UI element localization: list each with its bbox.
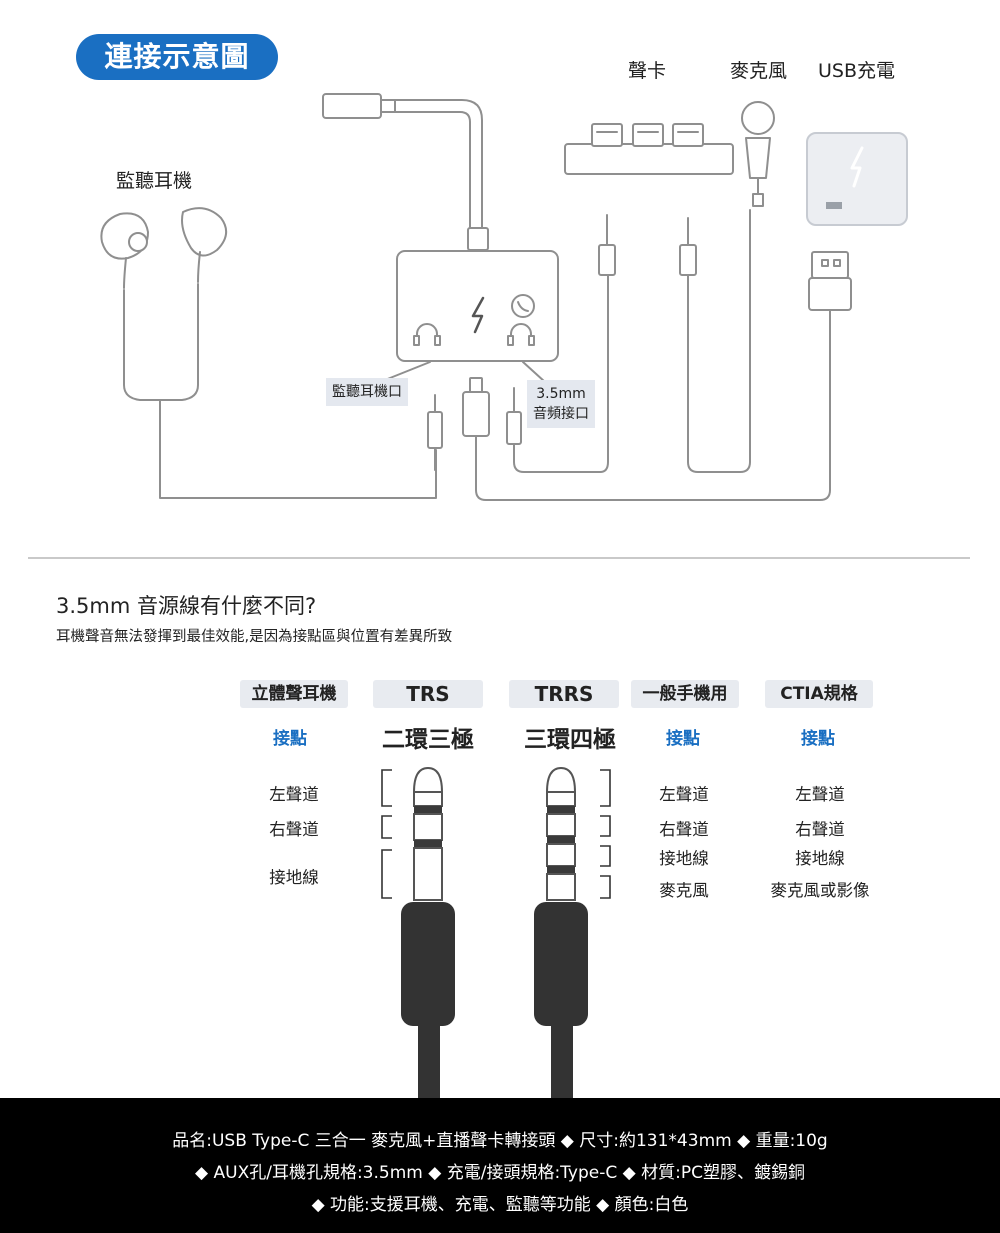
sound-card-label: 聲卡 bbox=[628, 60, 667, 82]
monitor-port-label: 監聽耳機口 bbox=[332, 384, 402, 400]
spec-line-1: 品名:USB Type-C 三合一 麥克風+直播聲卡轉接頭 ◆ 尺寸:約131*… bbox=[172, 1131, 828, 1151]
microphone-label: 麥克風 bbox=[730, 60, 788, 82]
general-row-1: 左聲道 bbox=[659, 785, 709, 804]
general-row-3: 接地線 bbox=[659, 849, 709, 868]
ctia-row-4: 麥克風或影像 bbox=[770, 881, 870, 900]
section2-heading: 3.5mm 音源線有什麼不同? bbox=[56, 594, 317, 618]
spec-line-3: ◆ 功能:支援耳機、充電、監聽等功能 ◆ 顏色:白色 bbox=[311, 1195, 689, 1215]
monitor-port-tag: 監聽耳機口 bbox=[326, 378, 408, 406]
header-ctia: CTIA規格 bbox=[765, 680, 873, 708]
stereo-row-2: 右聲道 bbox=[269, 820, 319, 839]
stereo-row-3: 接地線 bbox=[269, 868, 319, 887]
spec-line-2: ◆ AUX孔/耳機孔規格:3.5mm ◆ 充電/接頭規格:Type-C ◆ 材質… bbox=[195, 1163, 805, 1183]
trrs-jack-icon bbox=[534, 766, 588, 1098]
trs-sub: 二環三極 bbox=[382, 727, 474, 753]
ctia-sub: 接點 bbox=[801, 729, 835, 749]
header-trrs: TRRS bbox=[509, 680, 619, 708]
monitor-earphones-label: 監聽耳機 bbox=[116, 170, 193, 192]
ctia-row-1: 左聲道 bbox=[795, 785, 845, 804]
section2-subheading: 耳機聲音無法發揮到最佳效能,是因為接點區與位置有差異所致 bbox=[56, 629, 453, 645]
earphones-icon bbox=[100, 207, 437, 499]
audio-port-label-line1: 3.5mm bbox=[536, 386, 586, 402]
sound-card-icon bbox=[564, 123, 734, 175]
spec-footer: 品名:USB Type-C 三合一 麥克風+直播聲卡轉接頭 ◆ 尺寸:約131*… bbox=[0, 1098, 1000, 1233]
header-stereo: 立體聲耳機 bbox=[240, 680, 348, 708]
stereo-sub: 接點 bbox=[273, 729, 307, 749]
general-row-2: 右聲道 bbox=[659, 820, 709, 839]
audio-port-tag: 3.5mm 音頻接口 bbox=[527, 380, 595, 428]
ctia-row-2: 右聲道 bbox=[795, 820, 845, 839]
general-row-4: 麥克風 bbox=[659, 881, 709, 900]
stereo-row-1: 左聲道 bbox=[269, 785, 319, 804]
header-trs: TRS bbox=[373, 680, 483, 708]
trrs-sub: 三環四極 bbox=[524, 727, 616, 753]
audio-port-label-line2: 音頻接口 bbox=[533, 406, 589, 422]
general-sub: 接點 bbox=[666, 729, 700, 749]
adapter-hub-icon bbox=[396, 250, 559, 362]
diagram-title: 連接示意圖 bbox=[76, 34, 278, 80]
usb-charge-label: USB充電 bbox=[818, 60, 896, 82]
connection-diagram bbox=[100, 93, 908, 1098]
power-bank-icon bbox=[806, 132, 908, 226]
section-divider bbox=[28, 557, 970, 559]
ctia-row-3: 接地線 bbox=[795, 849, 845, 868]
header-general: 一般手機用 bbox=[631, 680, 739, 708]
usb-c-plug-icon bbox=[322, 93, 396, 119]
microphone-icon bbox=[741, 101, 775, 207]
trs-jack-icon bbox=[401, 766, 455, 1098]
